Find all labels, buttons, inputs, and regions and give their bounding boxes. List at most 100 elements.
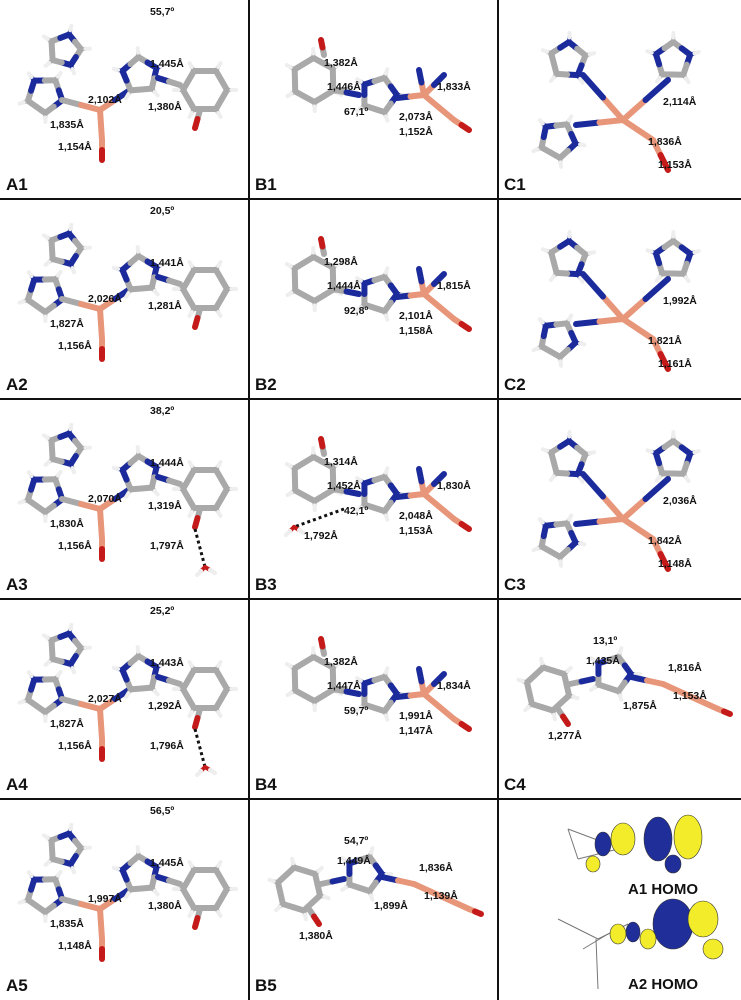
- measurement-label: 1,292Å: [148, 699, 182, 712]
- measurement-label: 67,1º: [344, 106, 368, 118]
- measurement-label: 1,447Å: [327, 679, 361, 692]
- measurement-label: 1,154Å: [58, 140, 92, 153]
- measurement-label: 1,842Å: [648, 534, 682, 547]
- measurement-label: 1,156Å: [58, 539, 92, 552]
- orbital-lobe: [687, 900, 719, 938]
- measurement-label: 1,834Å: [437, 679, 471, 692]
- measurement-label: 55,7º: [150, 6, 174, 18]
- orbital-lobe: [664, 854, 682, 874]
- measurement-label: 1,156Å: [58, 739, 92, 752]
- panel-label: B3: [255, 575, 277, 594]
- panel-label: B2: [255, 375, 277, 394]
- measurement-label: 1,382Å: [324, 655, 358, 668]
- panel-label: A4: [6, 775, 28, 794]
- measurement-label: 1,319Å: [148, 499, 182, 512]
- panel-label: B4: [255, 775, 277, 794]
- orbital-lobe: [625, 921, 641, 943]
- measurement-label: 1,836Å: [419, 861, 453, 874]
- measurement-label: 1,835Å: [50, 118, 84, 131]
- measurement-label: 1,997Å: [88, 892, 122, 905]
- measurement-label: 56,5º: [150, 805, 174, 817]
- measurement-label: 1,899Å: [374, 899, 408, 912]
- measurement-label: 1,281Å: [148, 299, 182, 312]
- measurement-label: 2,036Å: [663, 494, 697, 507]
- row-divider: [0, 798, 741, 800]
- measurement-label: 1,827Å: [50, 317, 84, 330]
- measurement-label: 92,8º: [344, 305, 368, 317]
- measurement-label: 2,114Å: [663, 95, 697, 108]
- measurement-label: 1,441Å: [150, 256, 184, 269]
- orbital-lobe: [585, 855, 601, 873]
- homo-label-top: A1 HOMO: [628, 881, 698, 898]
- row-divider: [0, 198, 741, 200]
- measurement-label: 1,148Å: [658, 557, 692, 570]
- orbital-lobe: [610, 822, 636, 856]
- orbital-lobe: [652, 898, 694, 950]
- measurement-label: 1,153Å: [399, 524, 433, 537]
- orbital-lobe: [594, 831, 612, 857]
- measurement-label: 2,102Å: [88, 93, 122, 106]
- measurement-label: 1,435Å: [586, 654, 620, 667]
- orbital-lobe: [673, 814, 703, 860]
- measurement-label: 1,158Å: [399, 324, 433, 337]
- measurement-label: 1,314Å: [324, 455, 358, 468]
- measurement-label: 42,1º: [344, 505, 368, 517]
- measurement-label: 1,156Å: [58, 339, 92, 352]
- measurement-label: 1,797Å: [150, 539, 184, 552]
- column-divider: [497, 0, 499, 1000]
- measurement-label: 1,992Å: [663, 294, 697, 307]
- measurement-label: 1,161Å: [658, 357, 692, 370]
- orbital-lobe: [639, 928, 657, 950]
- measurement-label: 59,7º: [344, 705, 368, 717]
- measurement-label: 1,830Å: [437, 479, 471, 492]
- measurement-label: 1,827Å: [50, 717, 84, 730]
- measurement-label: 1,152Å: [399, 125, 433, 138]
- measurement-label: 2,048Å: [399, 509, 433, 522]
- panel-label: C2: [504, 375, 526, 394]
- measurement-label: 1,815Å: [437, 279, 471, 292]
- measurement-label: 1,153Å: [658, 158, 692, 171]
- measurement-label: 1,875Å: [623, 699, 657, 712]
- orbital-lobe: [609, 923, 627, 945]
- panel-label: C1: [504, 175, 526, 194]
- molecule-structure: 2,114Å 1,836Å 1,153Å: [531, 31, 701, 173]
- measurement-label: 1,147Å: [399, 724, 433, 737]
- molecule-structure: 2,036Å 1,842Å 1,148Å: [531, 430, 701, 572]
- panel-label: C4: [504, 775, 526, 794]
- measurement-label: 2,073Å: [399, 110, 433, 123]
- measurement-label: 1,298Å: [324, 255, 358, 268]
- measurement-label: 20,5º: [150, 205, 174, 217]
- panel-label: B5: [255, 976, 277, 995]
- row-divider: [0, 598, 741, 600]
- measurement-label: 1,792Å: [304, 529, 338, 542]
- measurement-label: 1,445Å: [150, 856, 184, 869]
- measurement-label: 1,277Å: [548, 729, 582, 742]
- measurement-label: 2,101Å: [399, 309, 433, 322]
- measurement-label: 1,446Å: [327, 80, 361, 93]
- measurement-label: 1,835Å: [50, 917, 84, 930]
- panel-label: A3: [6, 575, 28, 594]
- measurement-label: 1,380Å: [148, 899, 182, 912]
- panel-label: A2: [6, 375, 28, 394]
- measurement-label: 1,836Å: [648, 135, 682, 148]
- measurement-label: 1,443Å: [150, 656, 184, 669]
